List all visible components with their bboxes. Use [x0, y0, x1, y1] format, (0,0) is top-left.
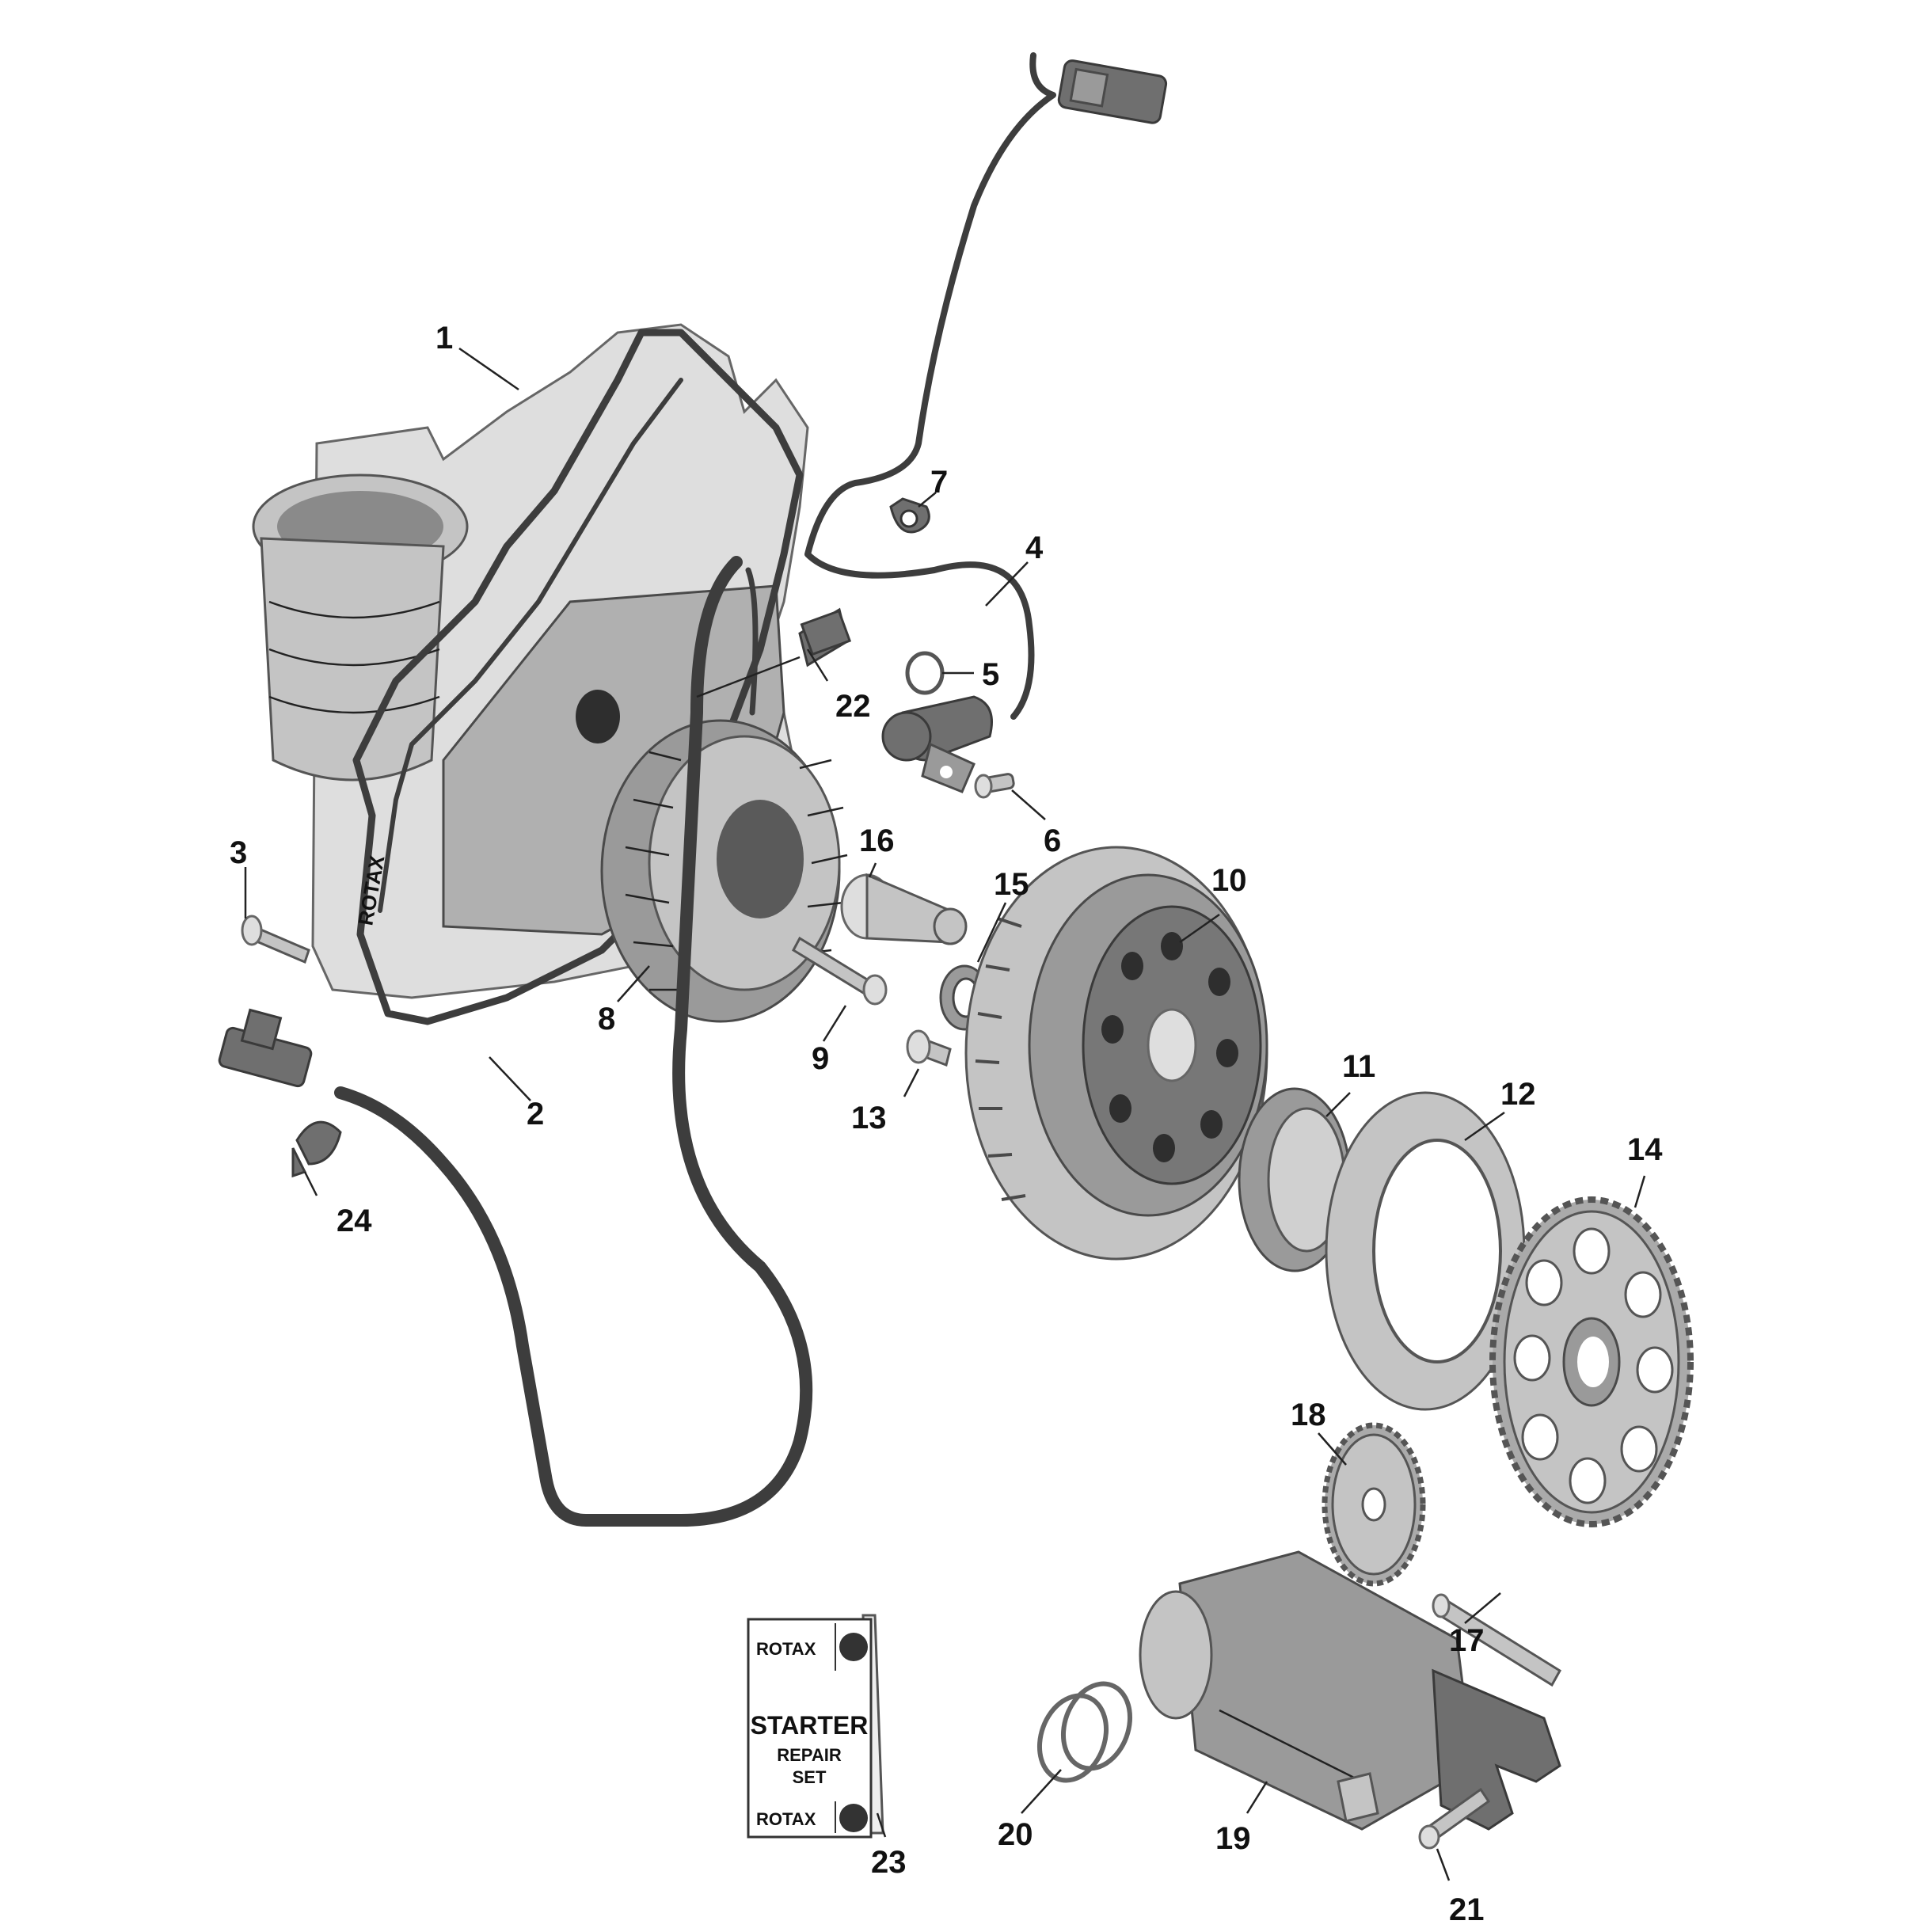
flywheel-part-10[interactable]: [964, 846, 1268, 1261]
callout-9[interactable]: 9: [812, 1041, 829, 1076]
callout-11[interactable]: 11: [1342, 1049, 1375, 1084]
callout-12[interactable]: 12: [1500, 1077, 1536, 1112]
o-ring-part-5[interactable]: [905, 651, 945, 695]
card-brand-bottom: ROTAX: [756, 1809, 816, 1829]
callout-18[interactable]: 18: [1291, 1398, 1326, 1432]
callout-2[interactable]: 2: [527, 1097, 544, 1131]
position-sensor: [881, 695, 993, 793]
card-subtitle: REPAIR: [777, 1745, 842, 1765]
callout-5[interactable]: 5: [982, 657, 999, 692]
card-brand-badge-bottom: [839, 1804, 868, 1832]
callout-10[interactable]: 10: [1211, 863, 1247, 898]
callout-labels: 1 2 3 4 5 6 7 8 9 10 11 12 13 14 15 16 1…: [230, 321, 1663, 1927]
callout-22[interactable]: 22: [835, 689, 871, 724]
plate-part-12[interactable]: [1325, 1091, 1526, 1411]
card-subtitle-2: SET: [793, 1767, 827, 1787]
stator-part-8[interactable]: [600, 719, 848, 1023]
leader-lines: [244, 347, 1646, 1881]
bolt-part-21[interactable]: [1418, 1787, 1491, 1850]
stator-harness-hose: [334, 556, 813, 1527]
card-brand-top: ROTAX: [756, 1639, 816, 1659]
callout-8[interactable]: 8: [598, 1002, 615, 1036]
repair-set-card-part-23[interactable]: ROTAX STARTER REPAIR SET ROTAX: [747, 1614, 884, 1839]
callout-15[interactable]: 15: [994, 867, 1029, 902]
gasket-part-2[interactable]: [352, 329, 804, 1025]
clip-part-7[interactable]: [889, 497, 930, 534]
callout-20[interactable]: 20: [998, 1817, 1033, 1852]
spacer-part-16[interactable]: [840, 873, 968, 945]
callout-24[interactable]: 24: [337, 1204, 372, 1238]
sensor-wire-part-4[interactable]: [804, 52, 1056, 720]
card-title: STARTER: [751, 1711, 869, 1740]
callout-19[interactable]: 19: [1215, 1821, 1251, 1856]
connector-part-24[interactable]: [218, 1008, 342, 1178]
callout-4[interactable]: 4: [1025, 531, 1044, 565]
callout-16[interactable]: 16: [859, 823, 895, 858]
callout-1[interactable]: 1: [435, 321, 453, 356]
callout-13[interactable]: 13: [851, 1101, 887, 1135]
callout-7[interactable]: 7: [930, 465, 948, 500]
harness-branch: [745, 567, 759, 716]
screw-part-9[interactable]: [792, 936, 888, 1006]
callout-23[interactable]: 23: [871, 1845, 907, 1880]
screw-part-13[interactable]: [906, 1029, 952, 1067]
callout-6[interactable]: 6: [1044, 823, 1061, 858]
sensor-connector: [1057, 59, 1168, 124]
connector-part-22[interactable]: [798, 607, 852, 667]
callout-17[interactable]: 17: [1449, 1623, 1485, 1658]
spring-ring-part-20[interactable]: [1029, 1675, 1142, 1790]
bolt-part-6[interactable]: [974, 773, 1015, 799]
gear-part-14[interactable]: [1489, 1196, 1694, 1527]
callout-21[interactable]: 21: [1449, 1892, 1485, 1927]
starter-motor-part-19[interactable]: [1139, 1550, 1561, 1831]
callout-3[interactable]: 3: [230, 835, 247, 870]
gear-part-18[interactable]: [1322, 1422, 1426, 1587]
screw-part-3[interactable]: [241, 915, 310, 964]
card-brand-badge-top: [839, 1633, 868, 1661]
callout-14[interactable]: 14: [1627, 1132, 1663, 1167]
